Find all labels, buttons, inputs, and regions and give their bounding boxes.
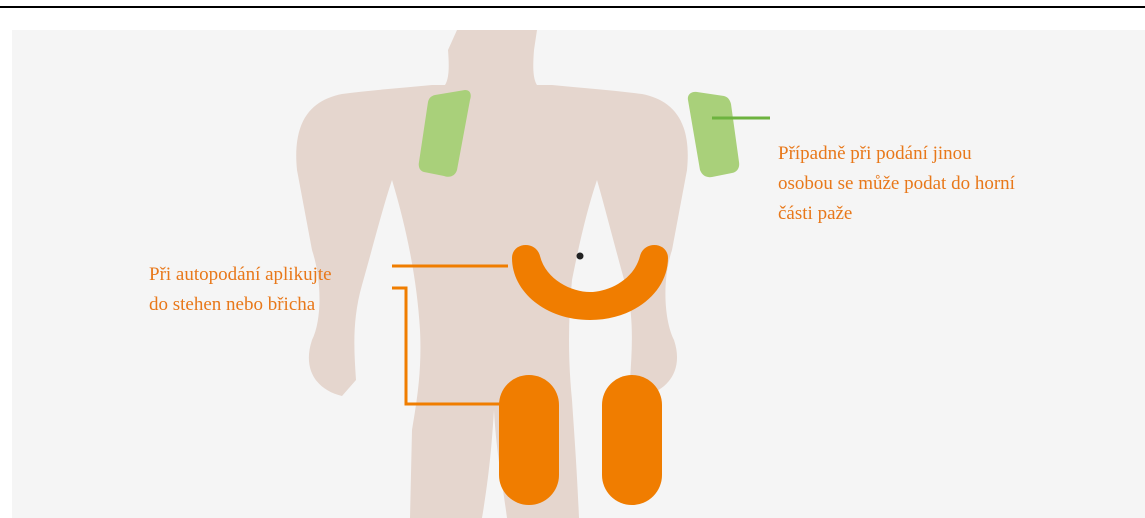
self-injection-note: Při autopodání aplikujte do stehen nebo … bbox=[149, 260, 332, 320]
injection-site-diagram: Případně při podání jinou osobou se může… bbox=[12, 30, 1145, 518]
self-note-line: do stehen nebo břicha bbox=[149, 290, 332, 320]
thigh-zone-right bbox=[602, 375, 662, 505]
thigh-zone-left bbox=[499, 375, 559, 505]
navel bbox=[577, 253, 584, 260]
arm-note-line: části paže bbox=[778, 199, 1015, 229]
arm-note-line: Případně při podání jinou bbox=[778, 139, 1015, 169]
arm-injection-note: Případně při podání jinou osobou se může… bbox=[778, 139, 1015, 229]
top-rule bbox=[0, 6, 1145, 8]
arm-note-line: osobou se může podat do horní bbox=[778, 169, 1015, 199]
arm-zone-right bbox=[688, 92, 739, 177]
self-note-line: Při autopodání aplikujte bbox=[149, 260, 332, 290]
